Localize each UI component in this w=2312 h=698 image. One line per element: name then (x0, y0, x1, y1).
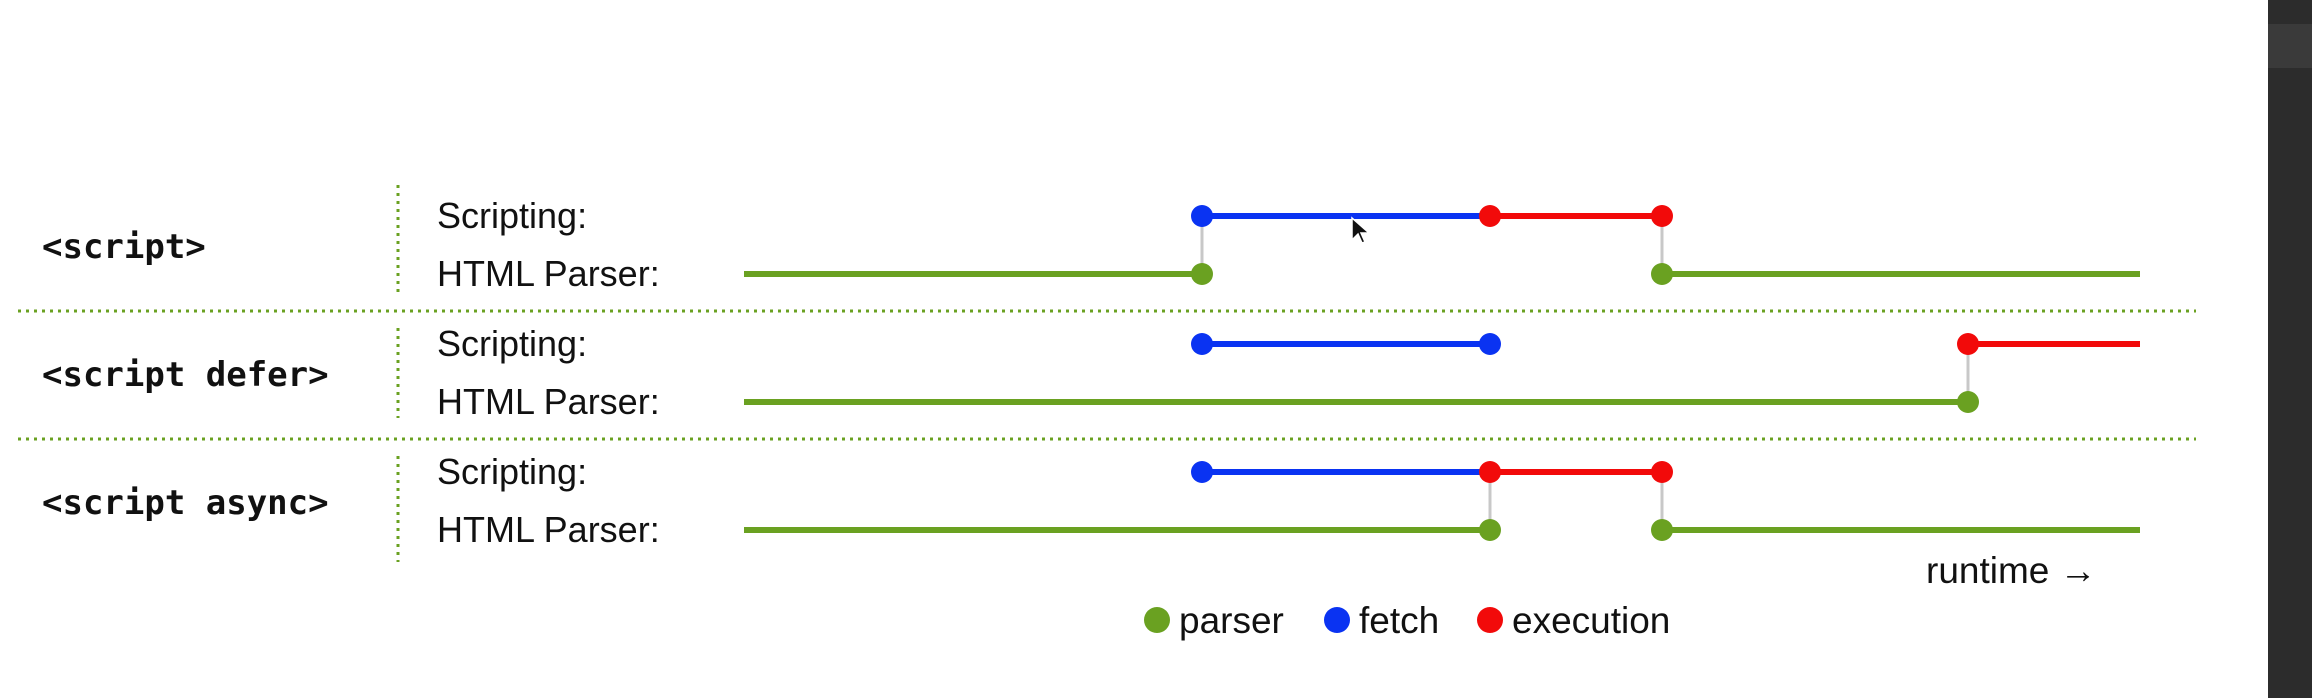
runtime-label: runtime → (1926, 550, 2097, 591)
legend-parser-label: parser (1179, 600, 1284, 641)
section-label-script-async: <script async> (42, 483, 329, 523)
window-edge (2268, 0, 2312, 698)
legend: parser fetch execution (1144, 600, 1670, 641)
legend-fetch-label: fetch (1359, 600, 1439, 641)
mouse-pointer-icon (1351, 216, 1371, 244)
row-label-parser-1: HTML Parser: (437, 253, 660, 294)
row-label-parser-2: HTML Parser: (437, 381, 660, 422)
parser-dot (1651, 519, 1673, 541)
legend-fetch-dot (1324, 607, 1350, 633)
fetch-dot (1191, 333, 1213, 355)
window-edge-control (2268, 24, 2312, 68)
section-label-script-defer: <script defer> (42, 355, 329, 395)
execution-dot (1479, 205, 1501, 227)
execution-dot (1957, 333, 1979, 355)
fetch-dot (1191, 461, 1213, 483)
parser-dot (1479, 519, 1501, 541)
section-label-script: <script> (42, 227, 206, 267)
row-label-scripting-3: Scripting: (437, 451, 587, 492)
execution-dot (1651, 205, 1673, 227)
row-label-parser-3: HTML Parser: (437, 509, 660, 550)
row-label-scripting-2: Scripting: (437, 323, 587, 364)
parser-dot (1191, 263, 1213, 285)
legend-execution-label: execution (1512, 600, 1670, 641)
parser-dot (1651, 263, 1673, 285)
execution-dot (1651, 461, 1673, 483)
fetch-dot (1191, 205, 1213, 227)
fetch-dot (1479, 333, 1501, 355)
execution-dot (1479, 461, 1501, 483)
legend-parser-dot (1144, 607, 1170, 633)
parser-dot (1957, 391, 1979, 413)
row-label-scripting-1: Scripting: (437, 195, 587, 236)
legend-execution-dot (1477, 607, 1503, 633)
